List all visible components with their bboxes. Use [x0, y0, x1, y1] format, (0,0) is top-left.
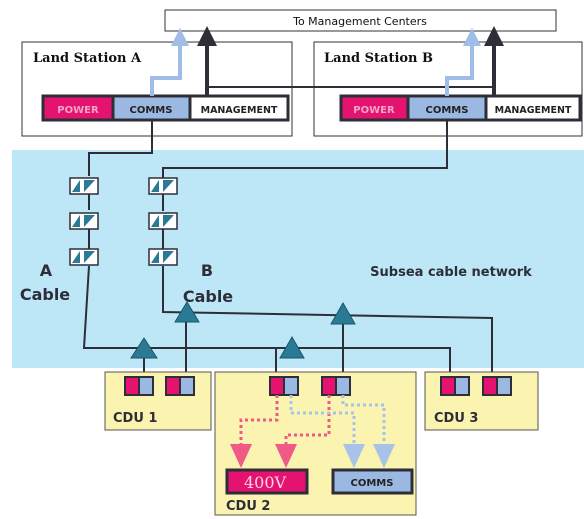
cdu-1-comms-port — [138, 376, 154, 396]
cdu-2-comms-arrow — [343, 444, 365, 468]
repeater-icon — [148, 248, 178, 266]
cdu-3-comms-port — [454, 376, 470, 396]
branching-unit-icon — [130, 337, 158, 359]
cable-b-letter: B — [201, 261, 213, 280]
cdu-2-power-port — [321, 376, 337, 396]
station-a-power-label: POWER — [57, 105, 99, 116]
repeater-icon — [148, 212, 178, 230]
subsea-area — [12, 150, 584, 368]
station-b-power — [339, 94, 410, 122]
cdu-2-power-output — [225, 468, 309, 495]
cdu-3-label: CDU 3 — [434, 411, 478, 426]
subsea-network-label: Subsea cable network — [370, 265, 532, 280]
cdu-3-power-port — [440, 376, 456, 396]
cdu-2-comms-wiring — [341, 395, 386, 445]
cdu-2-power-wiring — [239, 395, 279, 445]
cdu-2-power-wiring — [284, 395, 331, 445]
cdu-2-power-arrow — [230, 444, 252, 468]
cdu-1-comms-port — [179, 376, 195, 396]
station-b-comms-arrow — [463, 28, 481, 46]
cdu-2-comms-output-label: COMMS — [351, 478, 394, 489]
cable-a-trunk — [82, 265, 451, 377]
station-a-comms-uplink — [150, 38, 182, 96]
branching-unit-icon — [330, 301, 356, 325]
management-centers-box — [164, 9, 557, 32]
cdu-2-comms-output — [331, 468, 414, 495]
station-b-comms-label: COMMS — [426, 105, 469, 116]
cdu-2-comms-port — [335, 376, 351, 396]
station-b-power-label: POWER — [353, 105, 395, 116]
station-a-comms-arrow — [171, 28, 189, 46]
cdu-2-label: CDU 2 — [226, 499, 270, 514]
cdu-2-comms-port — [283, 376, 299, 396]
cdu-2-power-arrow — [275, 444, 297, 468]
cdu-2-comms-arrow — [373, 444, 395, 468]
cdu-3-comms-port — [496, 376, 512, 396]
land-station-b-title: Land Station B — [324, 51, 433, 66]
cdu-2-comms-wiring — [289, 395, 356, 445]
station-a-management — [188, 94, 290, 122]
repeater-icon — [69, 212, 99, 230]
station-b-management-label: MANAGEMENT — [495, 105, 572, 116]
station-b-comms-uplink — [445, 38, 474, 96]
repeater-icon — [69, 248, 99, 266]
cable-b-trunk — [162, 266, 493, 377]
land-station-a-title: Land Station A — [33, 51, 142, 66]
cdu-1-label: CDU 1 — [113, 411, 157, 426]
repeater-icon — [148, 177, 178, 195]
station-a-management-label: MANAGEMENT — [201, 105, 278, 116]
branching-unit-icon — [174, 301, 200, 323]
cable-b-path — [162, 120, 448, 178]
cable-a-letter: A — [40, 261, 53, 280]
cdu-2-power-output-label: 400V — [244, 473, 287, 492]
management-centers-label: To Management Centers — [292, 15, 427, 28]
station-b-management — [484, 94, 582, 122]
cable-a-path — [88, 120, 153, 176]
cdu-1-power-port — [165, 376, 181, 396]
station-a-comms-label: COMMS — [130, 105, 173, 116]
cable-b-word: Cable — [183, 287, 233, 306]
repeater-icon — [69, 177, 99, 195]
station-b-mgmt-arrow — [484, 26, 504, 46]
station-a-mgmt-arrow — [197, 26, 217, 46]
branching-unit-icon — [279, 335, 305, 359]
cdu-2-power-port — [269, 376, 285, 396]
cdu-1-power-port — [124, 376, 140, 396]
cdu-3-power-port — [482, 376, 498, 396]
cable-a-word: Cable — [20, 285, 70, 304]
